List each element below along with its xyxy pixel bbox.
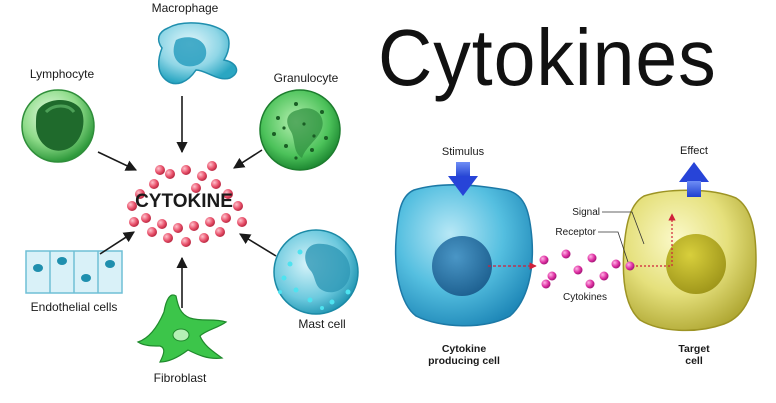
cytokine-dot [205, 217, 215, 227]
fibroblast-label: Fibroblast [154, 371, 207, 385]
leader-lines [598, 211, 645, 263]
cytokine-dot [173, 223, 183, 233]
secreted-cytokine-dot [585, 279, 595, 289]
cytokine-dot [207, 161, 217, 171]
cytokine-dot [189, 221, 199, 231]
lymphocyte-cell [21, 89, 95, 163]
stimulus-label: Stimulus [442, 146, 485, 158]
secreted-cytokines [539, 249, 635, 289]
cytokine-dot [181, 165, 191, 175]
cytokine-dot [141, 213, 151, 223]
secreted-cytokine-dot [573, 265, 583, 275]
stimulus-arrow [448, 162, 478, 196]
effect-arrow [679, 162, 709, 197]
cytokine-dot [149, 179, 159, 189]
mast-cell-label: Mast cell [298, 317, 345, 331]
page-title: Cytokines [378, 13, 717, 102]
cytokine-dot [237, 217, 247, 227]
target-cell-label-line1: Target [678, 343, 710, 355]
cytokine-dot [163, 233, 173, 243]
cytokine-dot [223, 189, 233, 199]
cytokine-dot [127, 201, 137, 211]
mast-cell [273, 229, 359, 315]
producing-cell-label-line2: producing cell [428, 355, 500, 367]
effect-label: Effect [680, 145, 708, 157]
secreted-cytokine-dot [561, 249, 571, 259]
cytokine-dot [215, 227, 225, 237]
secreted-cytokine-dot [599, 271, 609, 281]
cytokine-dot [165, 169, 175, 179]
cytokine-producing-cell [394, 184, 534, 327]
signal-path [488, 213, 676, 270]
cytokine-cloud [127, 161, 247, 247]
cytokine-dot [211, 179, 221, 189]
inflow-arrows [97, 96, 277, 308]
target-cell [622, 189, 757, 332]
cytokine-dot [197, 171, 207, 181]
endothelial-label: Endothelial cells [31, 300, 118, 314]
receptor-label: Receptor [555, 227, 596, 238]
secreted-cytokine-dot [541, 279, 551, 289]
secreted-cytokine-dot [587, 253, 597, 263]
granulocyte-label: Granulocyte [274, 71, 339, 85]
target-cell-label-line2: cell [685, 355, 703, 367]
cytokine-dot [157, 219, 167, 229]
cytokine-dot [221, 213, 231, 223]
lymphocyte-label: Lymphocyte [30, 67, 95, 81]
cytokine-dot [135, 189, 145, 199]
secreted-cytokine-dot [539, 255, 549, 265]
cytokine-dot [147, 227, 157, 237]
cytokine-dot [181, 237, 191, 247]
endothelial-cells [25, 250, 123, 294]
fibroblast-cell [136, 294, 228, 363]
macrophage-cell [157, 22, 238, 85]
macrophage-label: Macrophage [152, 1, 219, 15]
cytokines-label: Cytokines [563, 292, 607, 303]
cytokine-center-label: CYTOKINE [135, 191, 233, 212]
secreted-cytokine-dot [547, 271, 557, 281]
producing-cell-label-line1: Cytokine [442, 343, 487, 355]
cytokine-dot [199, 233, 209, 243]
granulocyte-cell [259, 89, 341, 171]
cytokine-dot [191, 183, 201, 193]
cytokine-dot [155, 165, 165, 175]
cytokine-dot [233, 201, 243, 211]
cytokine-dot [129, 217, 139, 227]
receptor-bound-cytokine [625, 261, 635, 271]
secreted-cytokine-dot [611, 259, 621, 269]
signal-label: Signal [572, 207, 600, 218]
